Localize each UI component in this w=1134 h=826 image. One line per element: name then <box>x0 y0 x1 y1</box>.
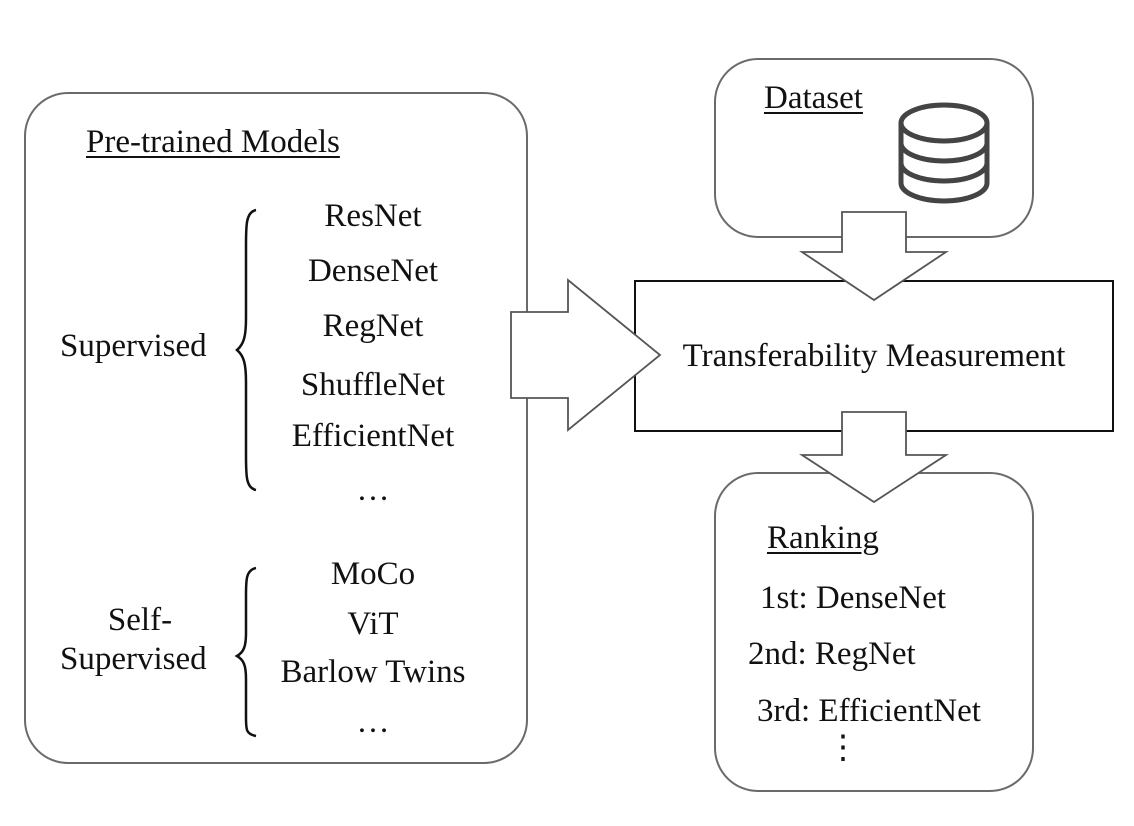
supervised-ellipsis: … <box>356 472 390 508</box>
ranking-more: ⋮ <box>826 730 860 766</box>
ranking-panel <box>714 472 1034 792</box>
dataset-to-measurement-arrow <box>799 211 949 302</box>
pretrained-models-panel <box>24 92 528 764</box>
measurement-to-ranking-arrow <box>798 411 950 504</box>
model-item-moco: MoCo <box>330 556 416 592</box>
supervised-label: Supervised <box>60 328 207 364</box>
dataset-panel <box>714 58 1034 238</box>
self-supervised-ellipsis: … <box>356 704 390 740</box>
supervised-brace <box>235 208 257 492</box>
model-item-shufflenet: ShuffleNet <box>300 367 446 403</box>
transferability-measurement-label: Transferability Measurement <box>682 338 1066 374</box>
models-to-measurement-arrow <box>510 278 662 432</box>
model-item-regnet: RegNet <box>322 308 424 344</box>
ranking-item-1: 1st: DenseNet <box>760 580 947 616</box>
self-supervised-brace <box>234 566 257 738</box>
model-item-efficientnet: EfficientNet <box>291 418 455 454</box>
self-supervised-label-line1: Self- <box>107 602 173 638</box>
model-item-densenet: DenseNet <box>307 253 439 289</box>
dataset-title: Dataset <box>764 80 863 116</box>
ranking-item-3: 3rd: EfficientNet <box>757 693 981 729</box>
pretrained-models-title: Pre-trained Models <box>86 124 340 160</box>
self-supervised-label-line2: Supervised <box>60 641 207 677</box>
ranking-title: Ranking <box>767 520 879 556</box>
model-item-vit: ViT <box>347 606 399 642</box>
model-item-resnet: ResNet <box>324 198 422 234</box>
ranking-item-2: 2nd: RegNet <box>748 636 916 672</box>
database-icon <box>898 102 990 204</box>
model-item-barlow-twins: Barlow Twins <box>280 654 466 690</box>
